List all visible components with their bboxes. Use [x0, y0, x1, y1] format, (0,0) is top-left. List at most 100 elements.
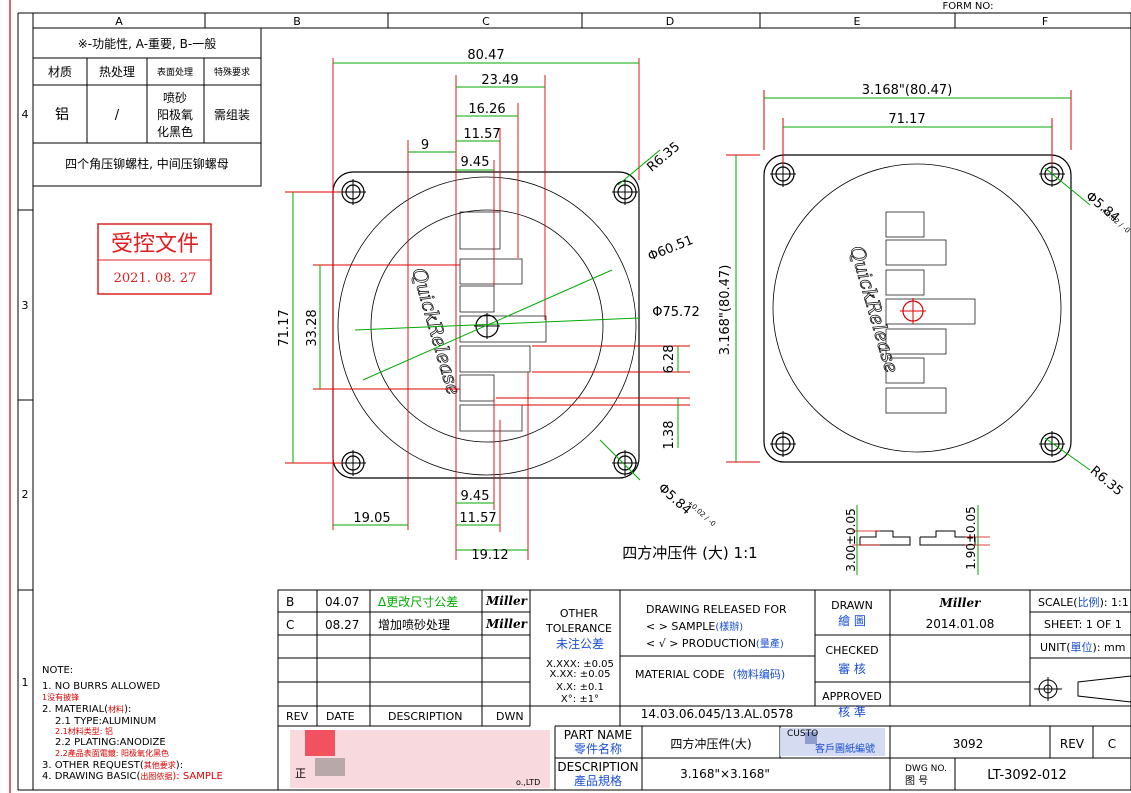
zone-col-a: A — [115, 15, 123, 28]
spec-note: 四个角压铆螺柱, 中间压铆螺母 — [65, 156, 229, 171]
tolerance-line-2: X.XX: ±0.05 — [550, 669, 611, 680]
note-4-end: ): SAMPLE — [172, 771, 222, 782]
front-plate-outline — [332, 171, 640, 479]
approved-label: APPROVED — [822, 690, 882, 703]
front-outer-circle — [337, 176, 637, 476]
dim-phi5-84: Φ5.84 — [655, 481, 694, 518]
stamp-date: 2021. 08. 27 — [114, 271, 197, 286]
approved-label-cn: 核 準 — [838, 704, 866, 719]
tolerance-title-cn: 未注公差 — [556, 636, 604, 651]
dim-23-49: 23.49 — [481, 73, 518, 88]
rev-row-1-dwn: Miller — [485, 594, 529, 608]
note-3: 3. OTHER REQUEST( — [42, 760, 144, 771]
zone-col-f: F — [1042, 15, 1048, 28]
dim-11-57-bot: 11.57 — [459, 511, 496, 526]
redacted-area — [290, 728, 885, 788]
tolerance-title-1: OTHER — [560, 607, 599, 620]
note-2-cn: 材料 — [108, 704, 124, 714]
unit-label: UNIT( — [1040, 641, 1071, 654]
part-name-label-cn: 零件名称 — [574, 741, 622, 756]
desc-label: DESCRIPTION — [557, 760, 638, 774]
view-caption: 四方冲压件 (大) 1:1 — [622, 544, 757, 562]
release-title: DRAWING RELEASED FOR — [646, 603, 787, 616]
note-2-end: ): — [124, 704, 131, 715]
header-material: 材质 — [48, 65, 72, 79]
release-production: < √ > PRODUCTION — [646, 637, 756, 650]
rev-header-rev: REV — [286, 710, 309, 723]
back-dim-width-total: 3.168"(80.47) — [862, 83, 953, 98]
zone-col-c: C — [482, 15, 490, 28]
note-3-cn: 其他要求 — [144, 760, 176, 770]
dim-71-17: 71.17 — [277, 309, 292, 346]
note-2: 2. MATERIAL( — [42, 704, 108, 715]
dim-r6-35: R6.35 — [644, 139, 683, 175]
section-views: 3.00±0.05 1.90±0.05 — [844, 505, 990, 575]
sheet-count: SHEET: 1 OF 1 — [1044, 618, 1122, 631]
scale-label-cn: 比例 — [1078, 595, 1100, 609]
surface-value-1: 喷砂 — [163, 91, 187, 105]
projection-symbol — [1034, 675, 1131, 703]
zone-row-2: 2 — [22, 488, 29, 501]
spec-table: ※-功能性, A-重要, B-一般 材质 热处理 表面处理 特殊要求 铝 / 喷… — [32, 27, 262, 187]
rev-row-1-date: 04.07 — [325, 595, 359, 609]
desc-label-cn: 產品規格 — [574, 773, 622, 788]
surface-value-3: 化黑色 — [157, 125, 193, 139]
note-3-end: ): — [176, 760, 183, 771]
dim-16-26: 16.26 — [468, 102, 505, 117]
note-4-cn: 出图依据 — [140, 771, 172, 781]
note-2-2: 2.2 PLATING:ANODIZE — [55, 737, 166, 748]
drawn-date: 2014.01.08 — [926, 617, 995, 631]
rev-row-2-rev: C — [286, 618, 294, 632]
header-surface: 表面处理 — [157, 66, 193, 78]
zone-col-b: B — [293, 15, 301, 28]
part-name-value: 四方冲压件(大) — [670, 736, 751, 751]
back-dim-width-holes: 71.17 — [888, 112, 925, 127]
drawn-label: DRAWN — [831, 599, 873, 612]
svg-text:MATERIAL CODE(物料编码): MATERIAL CODE(物料编码) — [635, 667, 785, 681]
dim-phi75-72: Φ75.72 — [652, 305, 699, 320]
back-brand-text: QuickRelease — [845, 243, 902, 375]
customer-number: 3092 — [953, 737, 984, 751]
customer-label-cn: 客戶圖紙編號 — [815, 742, 875, 755]
zone-col-e: E — [854, 15, 861, 28]
dwg-label-cn: 图 号 — [905, 775, 928, 787]
rev-row-2-desc: 增加喷砂处理 — [378, 618, 450, 632]
svg-text:< √ > PRODUCTION(量產): < √ > PRODUCTION(量產) — [646, 637, 784, 650]
dwg-label: DWG NO. — [905, 764, 947, 774]
dim-9-45-bot: 9.45 — [461, 489, 490, 504]
unit-label-cn: 單位 — [1071, 640, 1093, 654]
note-4: 4. DRAWING BASIC( — [42, 771, 140, 782]
company-fragment: o.,LTD — [516, 778, 540, 787]
tolerance-title-2: TOLERANCE — [545, 622, 612, 635]
customer-label: CUSTO — [787, 729, 818, 739]
tolerance-line-4: X°: ±1° — [561, 694, 599, 705]
unit-value: ): mm — [1093, 641, 1126, 654]
zone-col-d: D — [666, 15, 674, 28]
drawn-by: Miller — [939, 596, 983, 610]
dim-phi5-84-tol: +0.02 / -0 — [686, 499, 718, 529]
stamp-title: 受控文件 — [111, 232, 199, 257]
zone-row-4: 4 — [22, 108, 29, 121]
header-special: 特殊要求 — [214, 66, 250, 78]
front-view: QuickRelease — [277, 48, 717, 563]
dim-9: 9 — [421, 138, 429, 153]
note-1: 1. NO BURRS ALLOWED — [42, 681, 161, 692]
dim-11-57-top: 11.57 — [463, 127, 500, 142]
title-block — [277, 589, 1131, 791]
rev-header-desc: DESCRIPTION — [388, 710, 462, 723]
rev-row-2-date: 08.27 — [325, 618, 359, 632]
dim-19-12: 19.12 — [471, 548, 508, 563]
scale-value: ): 1:1 — [1100, 596, 1129, 609]
tolerance-line-1: X.XXX: ±0.05 — [546, 659, 614, 670]
dim-1-38: 1.38 — [662, 421, 677, 450]
surface-value-2: 阳极氧 — [157, 108, 193, 122]
tolerance-line-3: X.X: ±0.1 — [556, 682, 604, 693]
note-2-1-cn: 2.1材料类型: 铝 — [55, 726, 113, 736]
section-left-dim: 3.00±0.05 — [844, 508, 858, 572]
note-2-2-cn: 2.2產品表面電鍍: 阳极氧化黑色 — [55, 748, 169, 758]
svg-text:UNIT(單位): mm: UNIT(單位): mm — [1040, 640, 1125, 654]
rev-row-1-rev: B — [286, 595, 294, 609]
svg-text:SCALE(比例): 1:1: SCALE(比例): 1:1 — [1038, 595, 1129, 609]
material-code-value: 14.03.06.045/13.AL.0578 — [641, 707, 794, 721]
